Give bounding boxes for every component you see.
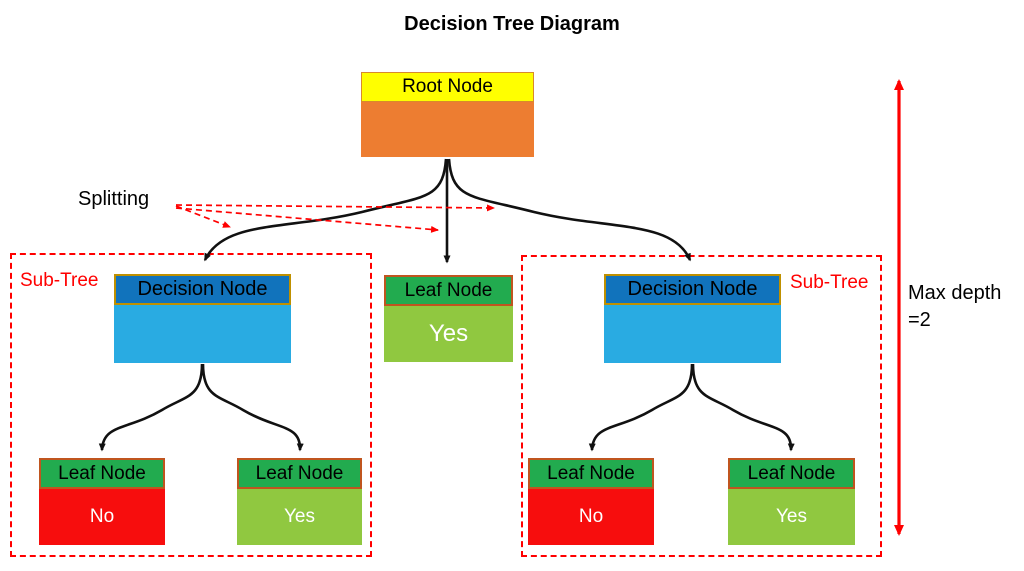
leaf-node-middle-header: Leaf Node [384, 275, 513, 306]
splitting-label: Splitting [78, 188, 150, 210]
leaf-node-right-no-header: Leaf Node [528, 458, 654, 489]
subtree-label-right: Sub-Tree [790, 272, 869, 293]
leaf-node-right-no: Leaf Node No [528, 458, 654, 545]
leaf-node-left-yes: Leaf Node Yes [237, 458, 362, 545]
leaf-node-right-yes-value: Yes [728, 489, 855, 545]
splitting-pointer-right [175, 204, 495, 212]
decision-node-right-header: Decision Node [604, 274, 781, 305]
leaf-node-right-yes: Leaf Node Yes [728, 458, 855, 545]
max-depth-label-line2: =2 [908, 309, 931, 331]
subtree-outline-left [10, 253, 372, 557]
root-node-body [361, 102, 534, 157]
leaf-node-left-no-header: Leaf Node [39, 458, 165, 489]
decision-node-right-body [604, 305, 781, 363]
connector-root-to-right-decision [447, 158, 692, 262]
root-node-header: Root Node [361, 72, 534, 102]
decision-node-left-header: Decision Node [114, 274, 291, 305]
leaf-node-left-no: Leaf Node No [39, 458, 165, 545]
decision-node-left: Decision Node [114, 274, 291, 363]
leaf-node-right-no-value: No [528, 489, 654, 545]
decision-node-right: Decision Node [604, 274, 781, 363]
leaf-node-left-yes-value: Yes [237, 489, 362, 545]
leaf-node-left-yes-header: Leaf Node [237, 458, 362, 489]
decision-node-left-body [114, 305, 291, 363]
max-depth-label-line1: Max depth [908, 282, 1002, 304]
splitting-pointer-left [175, 205, 231, 228]
subtree-label-left: Sub-Tree [20, 270, 99, 291]
leaf-node-left-no-value: No [39, 489, 165, 545]
leaf-node-middle-value: Yes [384, 306, 513, 362]
leaf-node-middle: Leaf Node Yes [384, 275, 513, 362]
root-node: Root Node [361, 72, 534, 157]
splitting-pointer-middle [175, 207, 439, 233]
subtree-outline-right [521, 255, 882, 557]
max-depth-label: Max depth =2 [908, 280, 1001, 334]
diagram-title: Decision Tree Diagram [404, 13, 620, 35]
leaf-node-right-yes-header: Leaf Node [728, 458, 855, 489]
connector-root-to-left-decision [203, 158, 448, 262]
